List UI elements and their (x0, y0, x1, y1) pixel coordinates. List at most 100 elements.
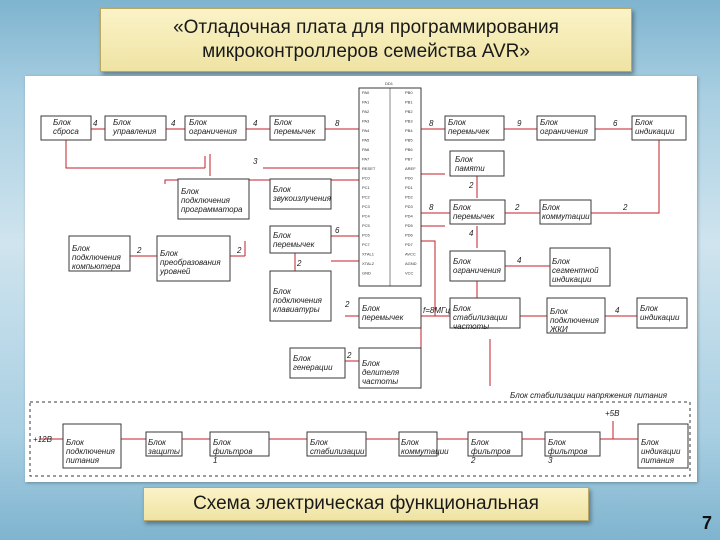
chip-pin-left: PA6 (362, 147, 370, 152)
chip-pin-right: PB0 (405, 90, 413, 95)
bus-width-2h: 2 (346, 351, 352, 360)
power-section-label: Блок стабилизации напряжения питания (510, 391, 668, 400)
block-reset (40, 115, 92, 141)
chip-pin-left: PA3 (362, 119, 370, 124)
bus-width-2e: 2 (236, 246, 242, 255)
functional-diagram: Блок стабилизации напряжения питания DD1… (29, 81, 691, 477)
chip-pin-left: PA4 (362, 128, 370, 133)
chip-pin-left: PC5 (362, 223, 371, 228)
output-voltage-label: +5В (605, 409, 620, 418)
diagram-caption: Схема электрическая функциональная (143, 487, 589, 521)
block-power-indication (637, 423, 689, 469)
chip-pin-right: PD4 (405, 214, 414, 219)
chip-pin-right: PB2 (405, 109, 413, 114)
chip-pin-right: PB4 (405, 128, 413, 133)
chip-pin-left: PA5 (362, 138, 370, 143)
block-pc-connect (68, 235, 131, 272)
bus-width-4f: 4 (615, 306, 620, 315)
chip-pin-left: PC0 (362, 176, 371, 181)
block-filter-3 (544, 431, 601, 457)
chip-pin-right: PD5 (405, 223, 414, 228)
chip-pin-left: PC3 (362, 204, 371, 209)
chip-pins: PA0PA1PA2PA3PA4PA5PA6PA7RESETPC0PC1PC2PC… (362, 90, 417, 276)
bus-width-8c: 8 (429, 203, 434, 212)
bus-width-9: 9 (517, 119, 522, 128)
block-generator (289, 347, 346, 379)
chip-pin-right: PD2 (405, 195, 414, 200)
chip-pin-left: XTAL1 (362, 252, 375, 257)
bus-width-8b: 8 (429, 119, 434, 128)
block-filter-2 (467, 431, 523, 457)
bus-width-2f: 2 (296, 259, 302, 268)
block-jumper-4 (269, 225, 332, 254)
title-line-1: «Отладочная плата для программирования (173, 17, 559, 38)
chip-pin-left: PA0 (362, 90, 370, 95)
bus-width-6: 6 (613, 119, 618, 128)
schematic-sheet: Блок стабилизации напряжения питания DD1… (25, 76, 697, 482)
block-level-converter (156, 235, 231, 282)
chip-pin-right: AVCC (405, 252, 416, 257)
block-switching-2 (398, 431, 438, 457)
block-memory (449, 150, 505, 177)
bus-width-2b: 2 (514, 203, 520, 212)
block-sound (269, 178, 332, 210)
chip-pin-left: RESET (362, 166, 376, 171)
block-indication-2 (636, 297, 688, 329)
block-keyboard-connect (269, 270, 332, 322)
chip-pin-left: PC6 (362, 233, 371, 238)
block-stabilization (306, 431, 367, 457)
chip-pin-right: PB6 (405, 147, 413, 152)
title-line-2: микроконтроллеров семейства AVR» (202, 41, 530, 62)
bus-width-4b: 4 (171, 119, 176, 128)
bus-width-6b: 6 (335, 226, 340, 235)
chip-pin-right: PB7 (405, 157, 413, 162)
block-power-connect (62, 423, 122, 469)
bus-width-4c: 4 (253, 119, 258, 128)
bus-width-2a: 2 (468, 181, 474, 190)
block-frequency-stabilization (449, 297, 521, 329)
chip-pin-right: PD6 (405, 233, 414, 238)
chip-pin-right: AREF (405, 166, 416, 171)
block-protection (145, 431, 183, 457)
block-switching-1 (539, 199, 592, 225)
chip-pin-right: AGND (405, 261, 417, 266)
chip-pin-right: PB1 (405, 100, 413, 105)
block-jumper-5 (358, 297, 422, 329)
chip-label: DD1 (385, 81, 394, 86)
block-filter-1 (209, 431, 270, 457)
bus-width-2g: 2 (344, 300, 350, 309)
power-section-frame (29, 401, 691, 477)
block-programmer-connect (177, 178, 250, 220)
bus-width-2c: 2 (622, 203, 628, 212)
chip-pin-right: PD0 (405, 176, 414, 181)
block-limit-1 (184, 115, 247, 141)
block-control (104, 115, 167, 141)
input-voltage-label: +12В (33, 435, 53, 444)
block-frequency-divider (358, 347, 422, 389)
